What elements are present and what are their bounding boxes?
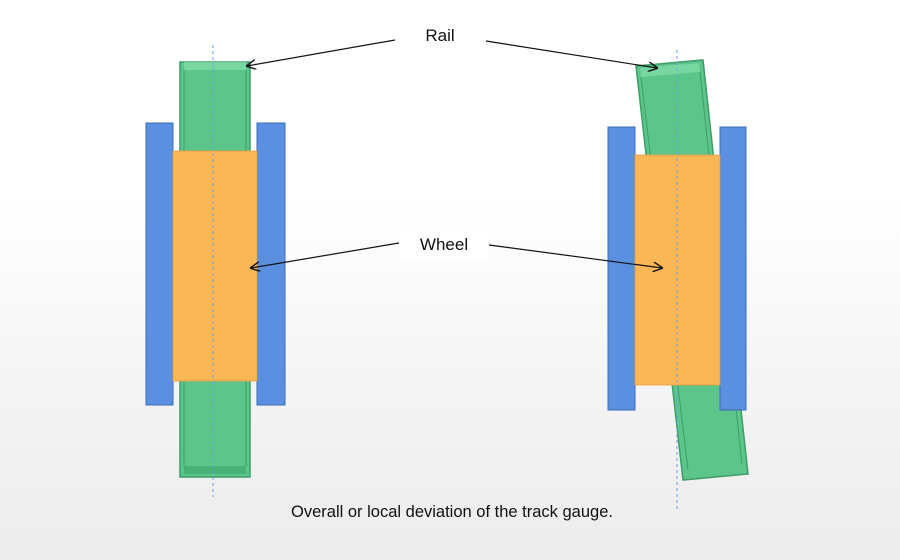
rail-arrow-right [485,40,657,68]
left-outer-flange [145,122,174,406]
left-inner-flange [256,122,286,406]
left-assembly [145,45,286,497]
rail-label: Rail [395,23,485,51]
left-wheel [172,150,258,382]
wheel-label: Wheel [400,232,488,260]
right-inner-flange [719,126,747,411]
wheel-arrow-left [251,242,400,268]
wheel-arrow-right [488,244,662,268]
figure-caption: Overall or local deviation of the track … [291,503,613,521]
right-assembly [607,50,749,512]
right-outer-flange [607,126,636,411]
rail-arrow-left [247,39,396,66]
annotation-arrows [247,39,662,268]
